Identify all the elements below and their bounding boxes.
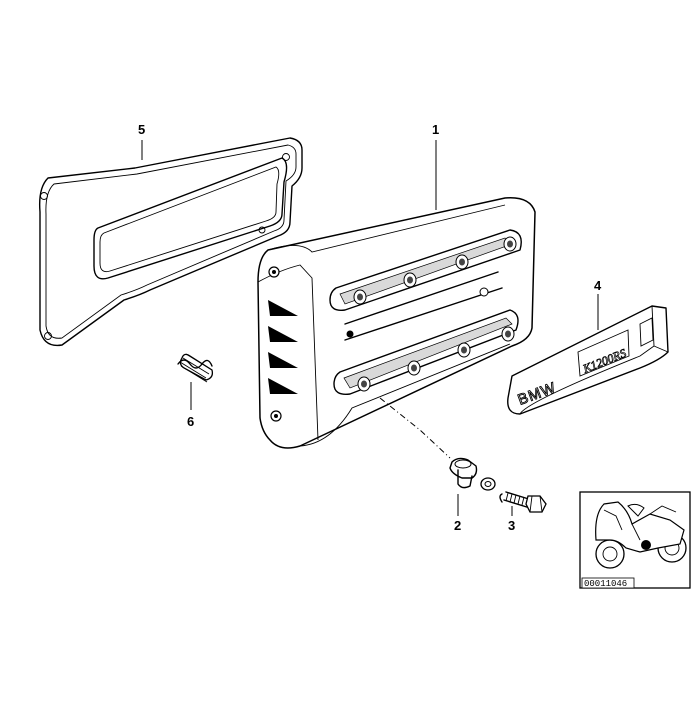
washer: [480, 477, 496, 491]
cover-side-fins: [268, 300, 298, 394]
assembly-line: [379, 397, 451, 459]
motorcycle-silhouette-icon: [595, 501, 687, 569]
location-thumbnail: 00011046: [579, 491, 691, 589]
reference-code: 00011046: [584, 579, 627, 589]
cover-bolt-bosses: [346, 236, 517, 392]
leader-lines: [141, 140, 599, 516]
callout-part-5: 5: [138, 122, 145, 137]
location-marker: [641, 540, 651, 550]
callout-part-3: 3: [508, 518, 515, 533]
spring-part-6: [177, 353, 214, 383]
callout-part-4: 4: [594, 278, 602, 293]
cylinder-head-cover-part-1: [257, 197, 536, 449]
gasket-part-5: [38, 137, 303, 347]
bolt-part-3: [499, 491, 547, 513]
bushing-part-2: [449, 457, 478, 489]
callout-part-6: 6: [187, 414, 194, 429]
callout-part-1: 1: [432, 122, 439, 137]
callout-part-2: 2: [454, 518, 461, 533]
